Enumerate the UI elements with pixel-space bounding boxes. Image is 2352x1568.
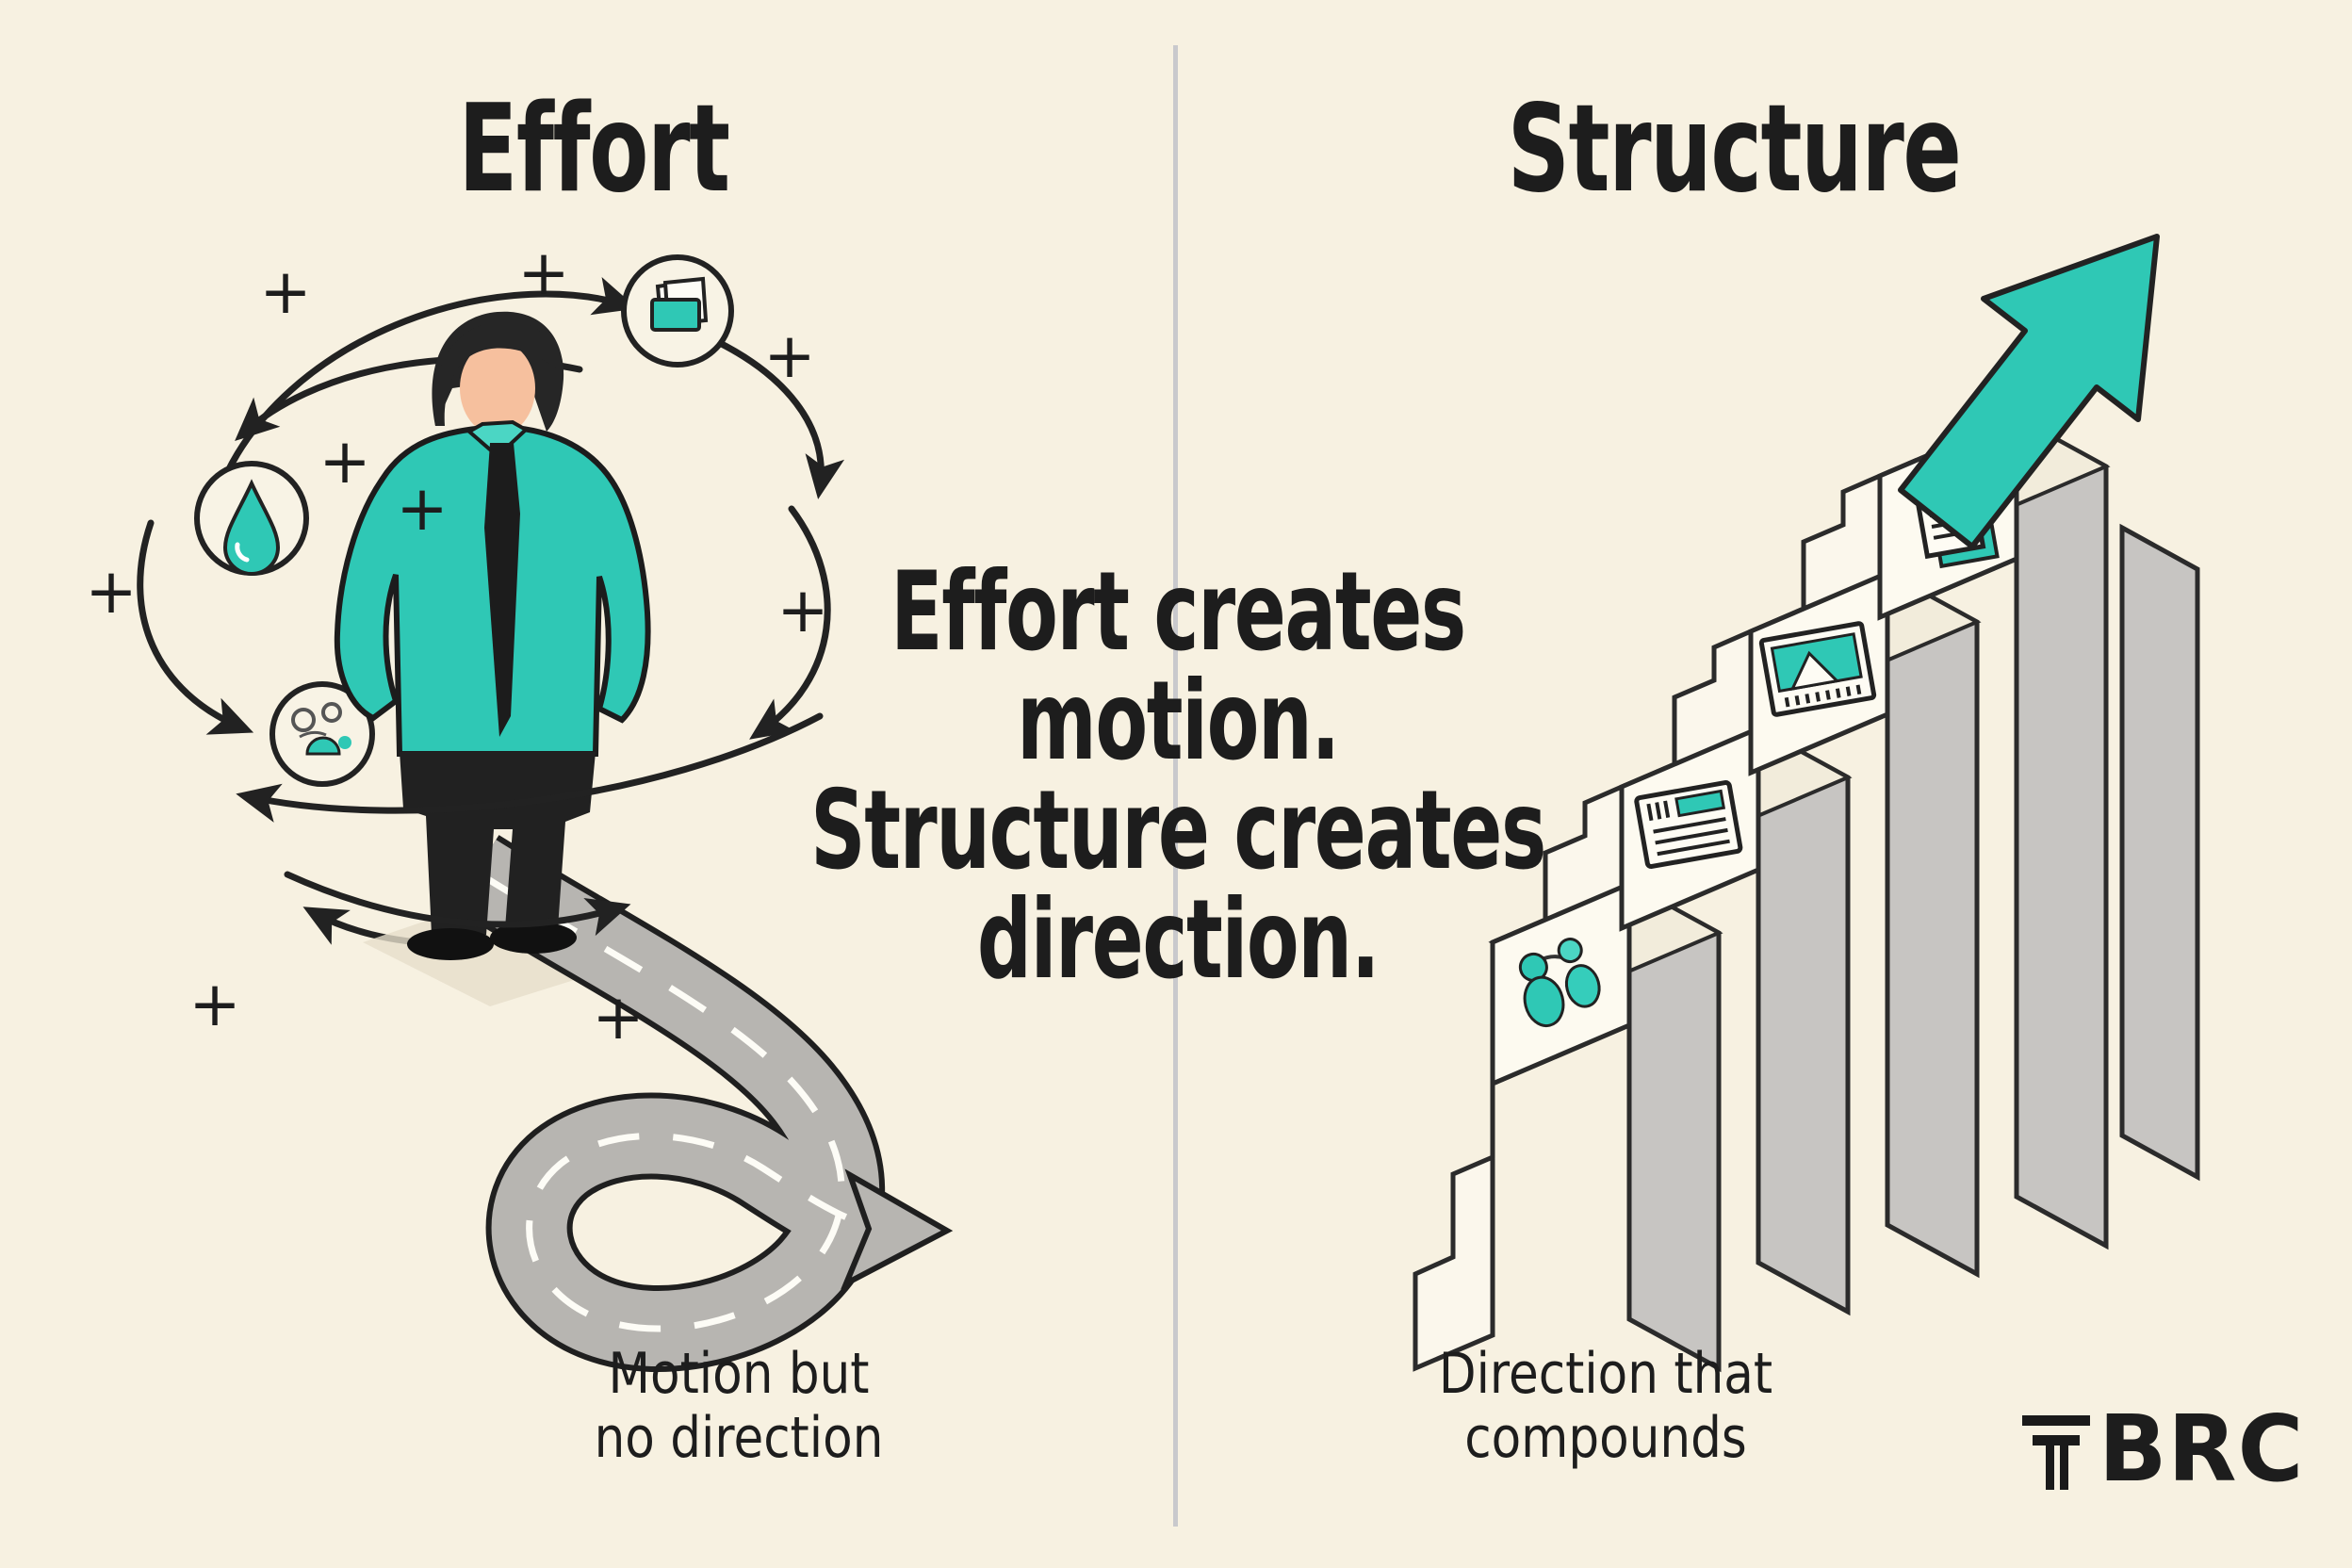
plus-icon: + (763, 319, 815, 392)
stair-columns (1626, 413, 2200, 1373)
brand-logo: BRC (2022, 1396, 2309, 1502)
double-bar-T-icon (2022, 1415, 2090, 1490)
structure-title: Structure (1507, 79, 1962, 220)
folder-icon (621, 254, 734, 368)
center-quote: Effort creates motion. Structure creates… (810, 548, 1546, 1004)
effort-caption: Motion but no direction (594, 1341, 884, 1472)
plus-icon: + (517, 237, 569, 309)
structure-caption: Direction that compounds (1438, 1341, 1773, 1472)
plus-icon: + (592, 981, 644, 1054)
image-icon (1758, 621, 1877, 717)
shoe (407, 928, 494, 960)
plus-icon: + (188, 968, 240, 1040)
effort-illustration: + + + + + + + + + (85, 237, 954, 1373)
swirl-arrows-front (236, 712, 824, 937)
plus-icon: + (85, 555, 137, 628)
growth-arrow-icon (1898, 234, 2160, 549)
people-icon (1518, 938, 1601, 1028)
plus-icon: + (259, 255, 311, 328)
face (460, 341, 535, 435)
tie (484, 443, 520, 737)
document-lines-icon (1634, 780, 1743, 870)
plus-icon: + (396, 472, 448, 545)
group-icon (270, 681, 375, 787)
plus-icon: + (318, 425, 370, 498)
plus-signs: + + + + + + + + + (85, 237, 828, 1054)
center-divider (1173, 45, 1178, 1527)
structure-illustration (1413, 234, 2200, 1373)
shoe (490, 922, 577, 954)
effort-title: Effort (458, 79, 730, 220)
brand-letters: BRC (2099, 1396, 2305, 1502)
person-figure (334, 311, 651, 960)
road-arrowhead (841, 1168, 954, 1290)
plus-icon: + (776, 574, 828, 646)
water-drop-icon (194, 461, 309, 576)
